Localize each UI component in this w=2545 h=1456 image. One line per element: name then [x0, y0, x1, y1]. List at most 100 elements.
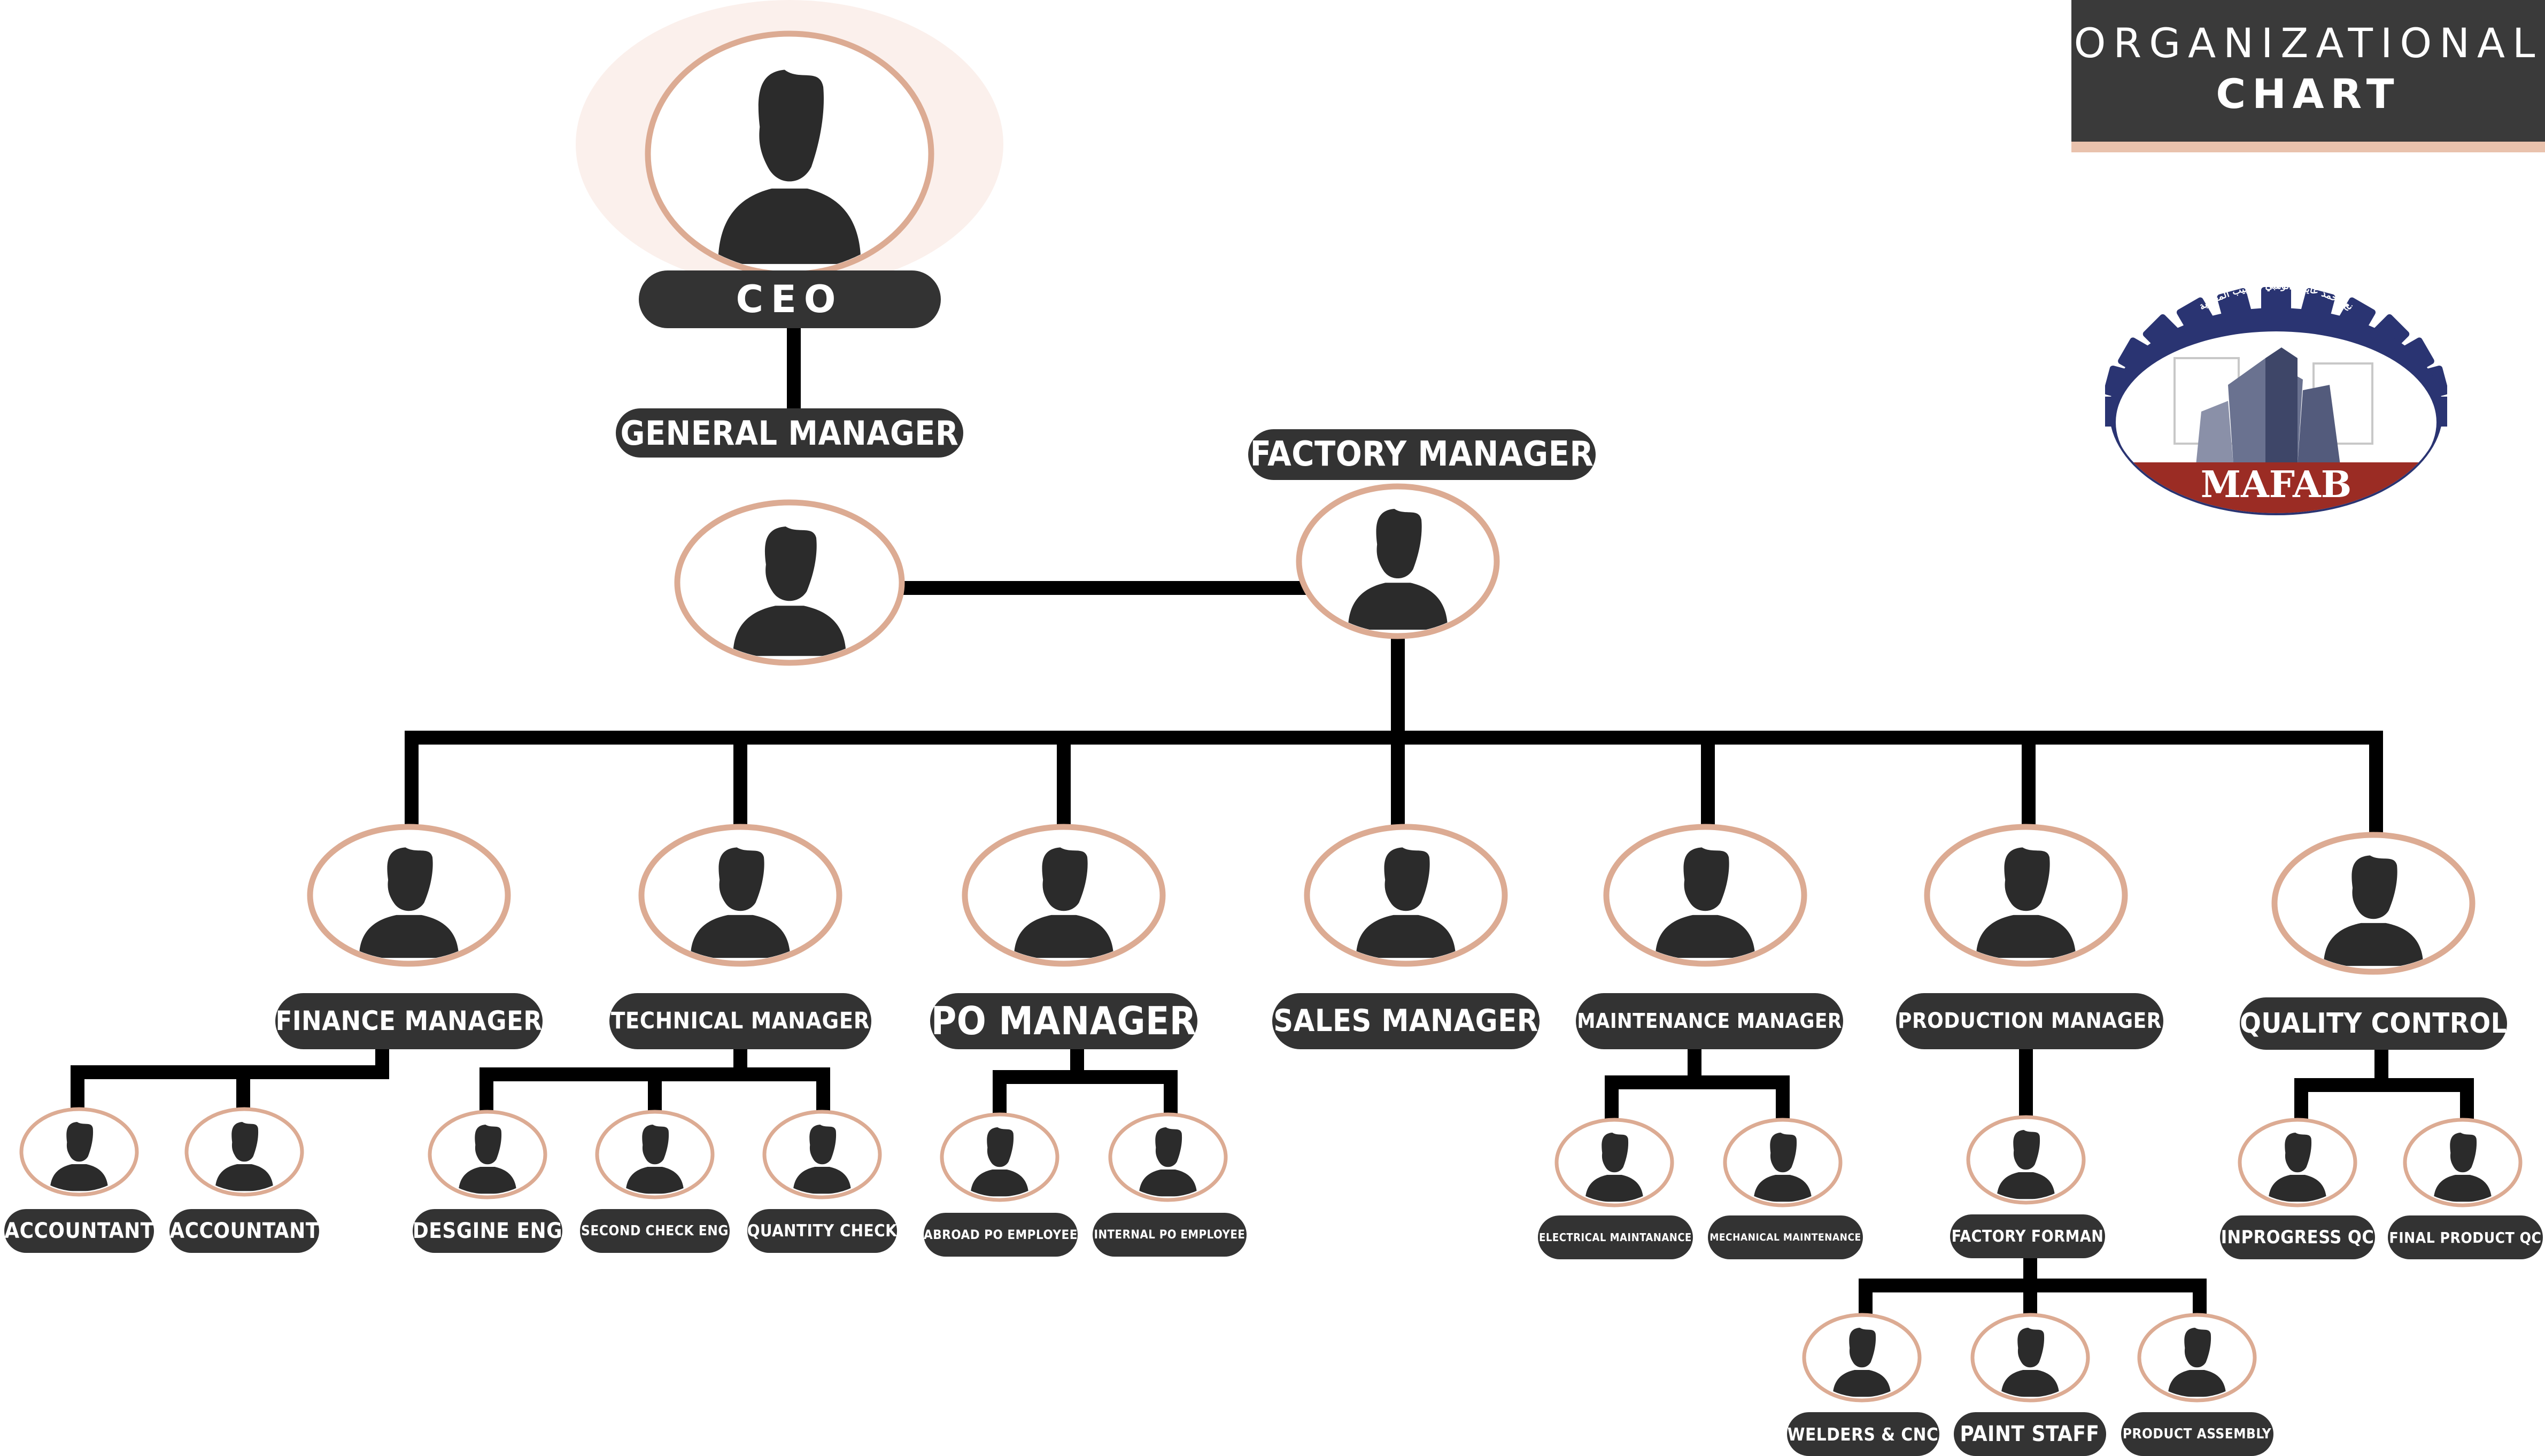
person-silhouette-icon: [359, 847, 459, 958]
avatar-ring: [645, 30, 934, 277]
title-line-2: CHART: [2216, 70, 2401, 118]
avatar-ring: [1802, 1313, 1922, 1403]
avatar-ring: [1108, 1112, 1228, 1202]
person-silhouette-icon: [1585, 1133, 1644, 1202]
node-label-finance: FINANCE MANAGER: [275, 993, 543, 1049]
person-silhouette-icon: [215, 1122, 274, 1191]
avatar-ring: [1554, 1118, 1674, 1207]
node-label-fm: FACTORY MANAGER: [1248, 429, 1596, 480]
node-label-mech: MECHANICAL MAINTENANCE: [1708, 1215, 1863, 1259]
person-silhouette-icon: [970, 1127, 1029, 1197]
connector-po-to-abroad: [993, 1042, 1084, 1121]
node-label-gm: GENERAL MANAGER: [616, 408, 963, 458]
node-label-qtycheck: QUANTITY CHECK: [747, 1209, 897, 1253]
avatar-ring: [940, 1112, 1059, 1202]
avatar-ring: [184, 1107, 304, 1197]
ceo-glow: [576, 0, 1003, 289]
person-silhouette-icon: [1976, 847, 2076, 958]
avatar-ring: [1723, 1118, 1843, 1207]
node-label-sales: SALES MANAGER: [1272, 993, 1540, 1049]
node-label-second: SECOND CHECK ENG: [580, 1209, 730, 1253]
person-silhouette-icon: [625, 1125, 684, 1194]
avatar-ring: [595, 1110, 715, 1199]
node-label-technical: TECHNICAL MANAGER: [609, 993, 871, 1049]
node-label-po: PO MANAGER: [930, 993, 1197, 1049]
person-silhouette-icon: [718, 69, 861, 264]
avatar-ring: [1304, 824, 1508, 967]
gear-logo-icon: نع محمد عايض الوهبي للانابيب المعدنية MA…: [2101, 280, 2451, 515]
person-silhouette-icon: [50, 1122, 109, 1191]
avatar-ring: [962, 824, 1166, 967]
avatar-ring: [2137, 1313, 2257, 1403]
avatar-ring: [1603, 824, 1807, 967]
node-label-welders: WELDERS & CNC: [1786, 1412, 1939, 1456]
person-silhouette-icon: [1997, 1130, 2055, 1199]
avatar-ring: [674, 499, 905, 666]
connector-technical-to-qtycheck: [648, 1067, 830, 1119]
avatar-ring: [2238, 1118, 2357, 1207]
connector-po-to-internal: [1070, 1070, 1178, 1121]
avatar-ring: [638, 824, 842, 967]
connector-fm-to-qc: [2022, 731, 2383, 842]
person-silhouette-icon: [2433, 1133, 2492, 1202]
node-label-production: PRODUCTION MANAGER: [1896, 993, 2163, 1049]
person-silhouette-icon: [1014, 847, 1114, 958]
node-label-abroad: ABROAD PO EMPLOYEE: [924, 1213, 1078, 1257]
node-label-desgine: DESGINE ENG: [413, 1209, 562, 1253]
person-silhouette-icon: [1753, 1133, 1812, 1202]
connector-forman-to-welders: [1859, 1251, 2037, 1322]
person-silhouette-icon: [2323, 855, 2424, 966]
node-label-inprog: INPROGRESS QC: [2220, 1215, 2375, 1259]
connector-maintenance-to-mech: [1688, 1075, 1790, 1127]
person-silhouette-icon: [1348, 509, 1448, 630]
node-label-acc2: ACCOUNTANT: [169, 1209, 319, 1253]
node-label-ceo: CEO: [638, 270, 941, 328]
company-logo: نع محمد عايض الوهبي للانابيب المعدنية MA…: [2101, 251, 2451, 524]
person-silhouette-icon: [1832, 1328, 1891, 1397]
avatar-ring: [1970, 1313, 2090, 1403]
avatar-ring: [1966, 1115, 2086, 1205]
node-label-paint: PAINT STAFF: [1953, 1412, 2106, 1456]
chart-title: ORGANIZATIONAL CHART: [2071, 0, 2545, 152]
node-label-finalqc: FINAL PRODUCT QC: [2388, 1215, 2543, 1259]
node-label-elec: ELECTRICAL MAINTANANCE: [1538, 1215, 1693, 1259]
node-label-maintenance: MAINTENANCE MANAGER: [1576, 993, 1843, 1049]
avatar-ring: [1296, 483, 1500, 639]
node-label-acc1: ACCOUNTANT: [4, 1209, 154, 1253]
avatar-ring: [1924, 824, 2128, 967]
avatar-ring: [2271, 832, 2476, 975]
title-line-1: ORGANIZATIONAL: [2074, 19, 2543, 67]
node-label-forman: FACTORY FORMAN: [1950, 1214, 2105, 1258]
connector-qc-to-finalqc: [2374, 1078, 2474, 1127]
person-silhouette-icon: [1655, 847, 1755, 958]
logo-brand-text: MAFAB: [2201, 463, 2352, 506]
avatar-ring: [428, 1110, 547, 1199]
connector-finance-to-acc1: [71, 1042, 389, 1116]
connector-forman-to-assembly: [2023, 1279, 2207, 1322]
